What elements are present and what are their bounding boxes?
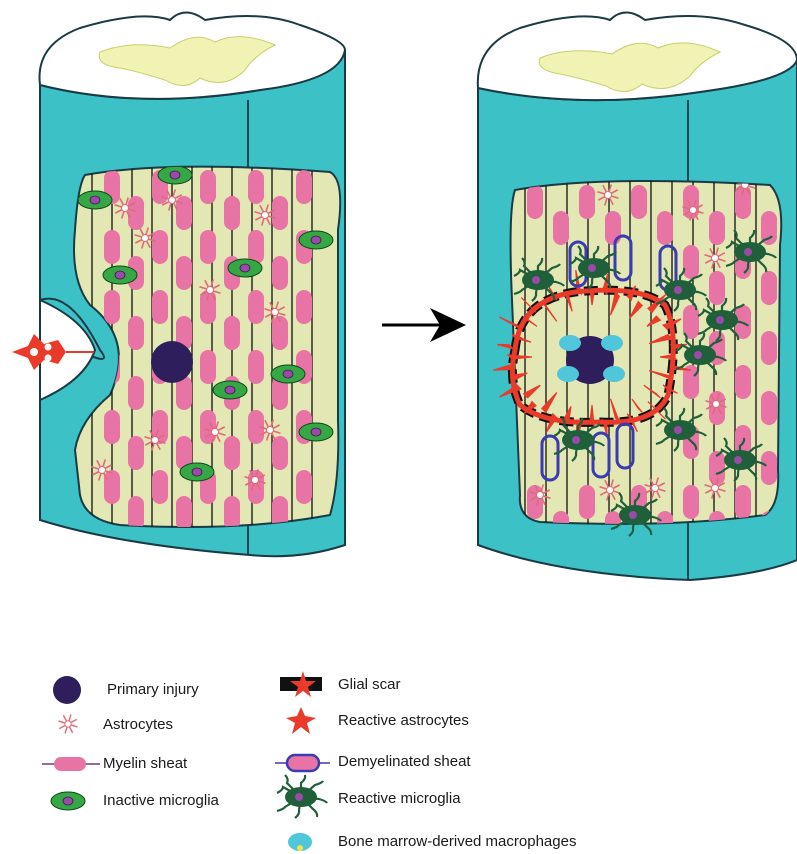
astrocyte-icon: [59, 715, 78, 734]
myelin-sheat: [176, 496, 192, 530]
legend-label-astrocytes: Astrocytes: [103, 716, 173, 734]
myelin-sheat: [296, 470, 312, 504]
myelin-sheat: [657, 211, 673, 245]
myelin-sheat-icon: [42, 757, 100, 771]
primary-injury-icon: [53, 676, 81, 704]
myelin-sheat: [104, 470, 120, 504]
myelin-sheat: [527, 485, 543, 519]
healthy-cord: [40, 13, 346, 557]
myelin-sheat: [224, 196, 240, 230]
inactive-microglia: [158, 166, 192, 184]
reactive-microglia-icon: [277, 775, 327, 818]
reactive-microglia: [277, 775, 327, 818]
myelin-sheat: [683, 245, 699, 279]
myelin-sheat: [296, 290, 312, 324]
inactive-microglia: [103, 266, 137, 284]
myelin-sheat: [296, 170, 312, 204]
myelin-sheat: [579, 485, 595, 519]
myelin-sheat: [200, 350, 216, 384]
myelin-sheat: [709, 271, 725, 305]
myelin-sheat: [709, 211, 725, 245]
myelin-sheat: [272, 196, 288, 230]
myelin-sheat: [735, 485, 751, 519]
legend-label-inactive-microglia: Inactive microglia: [103, 792, 219, 810]
myelin-sheat: [200, 230, 216, 264]
inactive-microglia: [271, 365, 305, 383]
legend-label-macrophages: Bone marrow-derived macrophages: [338, 833, 576, 851]
myelin-sheat: [761, 331, 777, 365]
inactive-microglia-icon: [51, 792, 85, 810]
myelin-sheat: [128, 376, 144, 410]
myelin-sheat: [224, 316, 240, 350]
progression-arrow: [382, 308, 466, 342]
myelin-sheat: [128, 316, 144, 350]
astrocyte: [59, 715, 78, 734]
inactive-microglia: [228, 259, 262, 277]
macrophage: [601, 335, 623, 351]
inactive-microglia: [299, 231, 333, 249]
macrophage-icon: [288, 833, 312, 851]
myelin-sheat: [248, 230, 264, 264]
myelin-sheat: [272, 256, 288, 290]
myelin-sheat: [152, 290, 168, 324]
myelin-sheat: [176, 196, 192, 230]
myelin-sheat: [224, 436, 240, 470]
inactive-microglia: [213, 381, 247, 399]
myelin-sheat: [631, 185, 647, 219]
legend-label-glial-scar: Glial scar: [338, 676, 401, 694]
myelin-sheat: [527, 185, 543, 219]
macrophage: [603, 366, 625, 382]
myelin-sheat: [152, 230, 168, 264]
legend-label-primary-injury: Primary injury: [107, 681, 199, 699]
injured-cord: [478, 13, 797, 581]
myelin-sheat: [128, 496, 144, 530]
inactive-microglia: [299, 423, 333, 441]
myelin-sheat: [248, 350, 264, 384]
myelin-sheat: [553, 211, 569, 245]
myelin-sheat: [579, 185, 595, 219]
myelin-sheat: [152, 470, 168, 504]
myelin-sheat: [605, 211, 621, 245]
primary-injury: [151, 341, 193, 383]
myelin-sheat: [761, 391, 777, 425]
legend-label-reactive-microglia: Reactive microglia: [338, 790, 461, 808]
myelin-sheat: [248, 290, 264, 324]
myelin-sheat: [761, 271, 777, 305]
myelin-sheat: [683, 485, 699, 519]
macrophage: [559, 335, 581, 351]
myelin-sheat: [104, 410, 120, 444]
myelin-sheat: [761, 451, 777, 485]
myelin-sheat: [104, 230, 120, 264]
legend-label-demyelinated-sheat: Demyelinated sheat: [338, 753, 471, 771]
legend-label-myelin-sheat: Myelin sheat: [103, 755, 187, 773]
myelin-sheat: [224, 496, 240, 530]
inactive-microglia: [180, 463, 214, 481]
myelin-sheat: [104, 290, 120, 324]
myelin-sheat: [735, 365, 751, 399]
myelin-sheat: [200, 170, 216, 204]
demyelinated-sheat-icon: [275, 755, 330, 771]
myelin-sheat: [272, 436, 288, 470]
inactive-microglia: [78, 191, 112, 209]
myelin-sheat: [176, 256, 192, 290]
myelin-sheat: [128, 436, 144, 470]
glial-scar-icon: [280, 671, 322, 697]
myelin-sheat: [248, 170, 264, 204]
legend-label-reactive-astrocytes: Reactive astrocytes: [338, 712, 469, 730]
myelin-sheat: [128, 196, 144, 230]
reactive-astrocyte-icon: [286, 707, 316, 734]
macrophage: [557, 366, 579, 382]
